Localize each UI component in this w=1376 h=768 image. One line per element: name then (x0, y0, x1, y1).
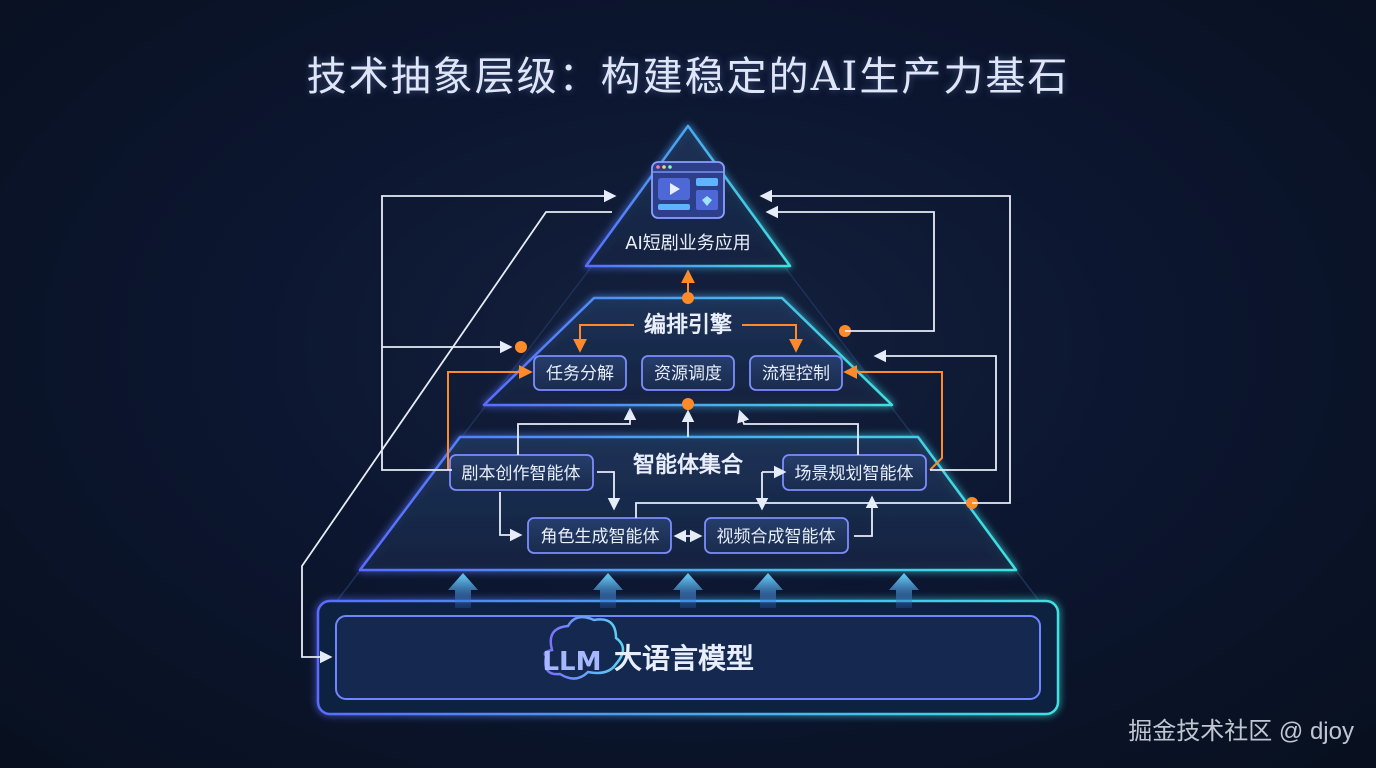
agent-script-writer-label: 剧本创作智能体 (462, 464, 581, 484)
agents-layer-label: 智能体集合 (633, 452, 744, 478)
orch-resource-schedule[interactable]: 资源调度 (641, 355, 735, 391)
up-arrow-icon (593, 573, 623, 608)
orch-flow-control[interactable]: 流程控制 (749, 355, 843, 391)
foundation-inner-panel (335, 615, 1041, 700)
top-layer-label: AI短剧业务应用 (625, 233, 751, 254)
orch-task-decompose-label: 任务分解 (546, 364, 614, 384)
foundation-layer: LLM 大语言模型 (316, 599, 1060, 716)
agent-video-composer-label: 视频合成智能体 (717, 527, 836, 547)
agent-scene-planner[interactable]: 场景规划智能体 (782, 454, 927, 491)
watermark: 掘金技术社区 @ djoy (1128, 718, 1354, 745)
agent-scene-planner-label: 场景规划智能体 (795, 464, 914, 484)
up-arrow-group (448, 573, 919, 608)
orch-task-decompose[interactable]: 任务分解 (533, 355, 627, 391)
orange-junction-dots (515, 292, 978, 509)
agent-character-generator-label: 角色生成智能体 (541, 527, 660, 547)
cloud-brain-icon (543, 615, 625, 680)
page-title: 技术抽象层级：构建稳定的AI生产力基石 (306, 54, 1070, 100)
orch-flow-control-label: 流程控制 (762, 364, 830, 384)
llm-logo-text: LLM (542, 647, 601, 677)
up-arrow-icon (753, 573, 783, 608)
orch-resource-schedule-label: 资源调度 (654, 364, 722, 384)
orchestration-layer-label: 编排引擎 (644, 312, 732, 338)
up-arrow-icon (673, 573, 703, 608)
agent-script-writer[interactable]: 剧本创作智能体 (449, 454, 594, 491)
orchestration-orange-connectors (447, 269, 943, 471)
up-arrow-icon (448, 573, 478, 608)
app-window-icon (651, 161, 725, 219)
up-arrow-icon (889, 573, 919, 608)
agent-video-composer[interactable]: 视频合成智能体 (704, 517, 849, 554)
agent-connectors (499, 407, 970, 543)
foundation-label: 大语言模型 (614, 642, 754, 675)
feedback-connectors (301, 189, 1011, 664)
agent-character-generator[interactable]: 角色生成智能体 (527, 517, 672, 554)
